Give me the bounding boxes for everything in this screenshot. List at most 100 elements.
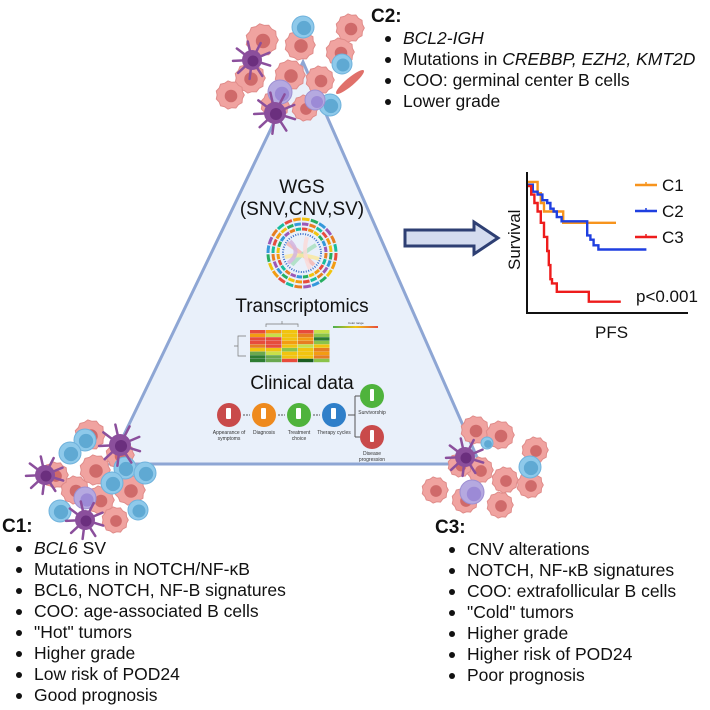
heatmap-cell bbox=[250, 337, 266, 341]
heatmap-cell bbox=[282, 355, 298, 359]
circos-plot-icon bbox=[266, 217, 338, 289]
fibroblast-icon bbox=[335, 70, 365, 94]
tumor-cell-icon bbox=[215, 80, 245, 110]
macrophage-icon bbox=[252, 91, 297, 135]
clinical-outcome-label: Disease progression bbox=[358, 451, 386, 463]
wgs-title: WGS bbox=[279, 177, 325, 198]
b-cell-icon bbox=[304, 89, 326, 111]
heatmap-cell bbox=[314, 355, 330, 359]
tumor-cell-icon bbox=[516, 471, 544, 499]
feature-text: Higher grade bbox=[34, 643, 136, 663]
clinical-step-label: Appearance of symptoms bbox=[212, 430, 246, 442]
heatmap-cell bbox=[266, 330, 282, 334]
heatmap-cell bbox=[314, 358, 330, 363]
clinical-data-label: Clinical data bbox=[250, 373, 354, 394]
clinical-step-label: Diagnosis bbox=[253, 430, 275, 436]
heatmap-cell bbox=[282, 348, 298, 352]
heatmap-cell bbox=[282, 330, 298, 334]
c3-tumor-cell-cluster bbox=[421, 415, 549, 519]
macrophage-icon bbox=[231, 40, 272, 81]
feature-text: NOTCH, NF-κB signatures bbox=[467, 560, 675, 580]
feature-text: Mutations in NOTCH/NF-κB bbox=[34, 559, 250, 579]
t-cell-icon bbox=[518, 455, 542, 479]
heatmap-cell bbox=[282, 333, 298, 337]
feature-text: "Cold" tumors bbox=[467, 602, 574, 622]
clinical-step-3 bbox=[287, 403, 311, 427]
heatmap-cell bbox=[314, 344, 330, 348]
b-cell-icon bbox=[73, 486, 97, 510]
feature-text: COO: germinal center B cells bbox=[403, 70, 630, 90]
heatmap-cell bbox=[298, 337, 314, 341]
heatmap-cell bbox=[314, 337, 330, 341]
x-axis-label: PFS bbox=[595, 323, 628, 342]
heatmap-cell bbox=[250, 348, 266, 352]
heatmap-cell bbox=[298, 355, 314, 359]
heatmap-cell bbox=[282, 358, 298, 363]
heatmap-icon: Color range bbox=[234, 321, 378, 363]
clinical-outcome-label: Survivorship bbox=[358, 410, 386, 416]
heatmap-cell bbox=[314, 348, 330, 352]
clinical-step-label: Therapy cycles bbox=[317, 430, 351, 436]
clinical-outcome-2 bbox=[360, 425, 384, 449]
heatmap-cell bbox=[314, 340, 330, 345]
legend-entry-c1: C1 bbox=[635, 176, 684, 195]
c2-feature-item: COO: germinal center B cells bbox=[379, 70, 695, 91]
feature-text: Higher risk of POD24 bbox=[467, 644, 633, 664]
heatmap-cell bbox=[298, 340, 314, 345]
heatmap-cell bbox=[282, 337, 298, 341]
c2-feature-item: BCL2-IGH bbox=[379, 28, 695, 49]
t-cell-icon bbox=[48, 499, 72, 523]
feature-text: Higher grade bbox=[467, 623, 569, 643]
km-curve-c1 bbox=[528, 180, 616, 224]
tumor-cell-icon bbox=[491, 466, 519, 494]
heatmap-cell bbox=[282, 344, 298, 348]
heatmap-cell bbox=[266, 355, 282, 359]
transcriptomics-label: Transcriptomics bbox=[235, 296, 369, 317]
heatmap-cell bbox=[250, 351, 266, 355]
macrophage-icon bbox=[444, 437, 485, 478]
heatmap-cell bbox=[298, 358, 314, 363]
c2-title: C2: bbox=[371, 6, 402, 27]
macrophage-icon bbox=[64, 500, 105, 541]
feature-text: COO: extrafollicular B cells bbox=[467, 581, 677, 601]
c1-feature-item: BCL6, NOTCH, NF-B signatures bbox=[10, 580, 286, 601]
heatmap-cell bbox=[298, 348, 314, 352]
p-value-annotation: p<0.001 bbox=[636, 287, 698, 306]
c3-title: C3: bbox=[435, 517, 466, 538]
legend-label: C2 bbox=[662, 202, 684, 221]
c2-tumor-cell-cluster bbox=[215, 13, 365, 135]
tumor-cell-icon bbox=[101, 506, 129, 534]
feature-text: Good prognosis bbox=[34, 685, 158, 705]
macrophage-icon bbox=[24, 455, 65, 496]
tumor-cell-icon bbox=[305, 65, 335, 95]
right-arrow-icon bbox=[403, 219, 501, 257]
t-cell-icon bbox=[291, 15, 315, 39]
heatmap-cell bbox=[298, 351, 314, 355]
t-cell-icon bbox=[58, 441, 82, 465]
tumor-cell-icon bbox=[466, 456, 494, 484]
wgs-subtitle: (SNV,CNV,SV) bbox=[239, 199, 365, 220]
c1-feature-item: Good prognosis bbox=[10, 685, 286, 706]
heatmap-cell bbox=[250, 358, 266, 363]
heatmap-cell bbox=[266, 340, 282, 345]
b-cell-icon bbox=[459, 479, 485, 505]
c1-feature-item: BCL6 SV bbox=[10, 538, 286, 559]
c1-feature-item: Higher grade bbox=[10, 643, 286, 664]
c1-feature-item: Low risk of POD24 bbox=[10, 664, 286, 685]
c3-feature-item: COO: extrafollicular B cells bbox=[443, 581, 676, 602]
feature-text: SV bbox=[77, 538, 106, 558]
clinical-step-1 bbox=[217, 403, 241, 427]
tumor-cell-icon bbox=[421, 476, 449, 504]
clinical-flow-diagram bbox=[217, 384, 384, 449]
heatmap-cell bbox=[314, 330, 330, 334]
km-curve-c3 bbox=[528, 184, 621, 303]
heatmap-cell bbox=[314, 333, 330, 337]
heatmap-color-scale bbox=[333, 326, 378, 328]
clinical-outcome-1 bbox=[360, 384, 384, 408]
